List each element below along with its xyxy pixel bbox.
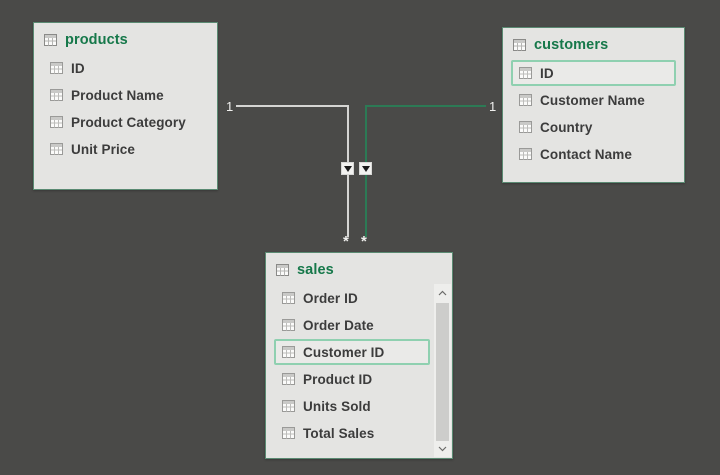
cardinality-one-label: 1 bbox=[226, 99, 234, 114]
field-label: Customer ID bbox=[303, 344, 385, 360]
scrollbar-thumb[interactable] bbox=[436, 303, 449, 441]
column-icon bbox=[282, 400, 295, 412]
field-row-selected[interactable]: ID bbox=[511, 60, 676, 86]
table-card-customers[interactable]: customers ID bbox=[502, 27, 685, 183]
field-label: Contact Name bbox=[540, 146, 632, 162]
field-label: Product Name bbox=[71, 87, 164, 103]
field-row[interactable]: Product Name bbox=[42, 82, 209, 108]
field-row[interactable]: Unit Price bbox=[42, 136, 209, 162]
column-icon bbox=[282, 319, 295, 331]
column-icon bbox=[519, 94, 532, 106]
field-list: Order ID Order Date bbox=[266, 283, 452, 455]
field-list-scrollbar[interactable] bbox=[434, 284, 451, 457]
field-row[interactable]: Product ID bbox=[274, 366, 430, 392]
field-label: Customer Name bbox=[540, 92, 645, 108]
field-list: ID Customer Name bbox=[503, 58, 684, 176]
table-header[interactable]: customers bbox=[503, 28, 684, 58]
column-icon bbox=[282, 427, 295, 439]
relationship-line-vertical bbox=[365, 105, 367, 237]
cross-filter-direction-icon[interactable] bbox=[359, 162, 372, 175]
chevron-down-icon bbox=[438, 446, 447, 451]
field-label: Product ID bbox=[303, 371, 373, 387]
scroll-down-button[interactable] bbox=[434, 440, 451, 457]
table-icon bbox=[276, 264, 289, 276]
column-icon bbox=[519, 148, 532, 160]
cardinality-many-label: * bbox=[343, 233, 349, 250]
relationship-line-vertical bbox=[347, 105, 349, 237]
cross-filter-direction-icon[interactable] bbox=[341, 162, 354, 175]
field-label: ID bbox=[540, 65, 554, 81]
column-icon bbox=[50, 116, 63, 128]
column-icon bbox=[50, 62, 63, 74]
field-row[interactable]: Order ID bbox=[274, 285, 430, 311]
field-row[interactable]: Customer Name bbox=[511, 87, 676, 113]
field-row[interactable]: Total Sales bbox=[274, 420, 430, 446]
table-icon bbox=[513, 39, 526, 51]
cardinality-one-label: 1 bbox=[489, 99, 497, 114]
column-icon bbox=[519, 67, 532, 79]
field-row[interactable]: Product Category bbox=[42, 109, 209, 135]
field-list: ID Product Name bbox=[34, 53, 217, 171]
relationship-line-horizontal bbox=[236, 105, 349, 107]
field-label: Order Date bbox=[303, 317, 374, 333]
table-header[interactable]: products bbox=[34, 23, 217, 53]
chevron-up-icon bbox=[438, 290, 447, 295]
field-row[interactable]: Units Sold bbox=[274, 393, 430, 419]
field-row-selected[interactable]: Customer ID bbox=[274, 339, 430, 365]
scroll-up-button[interactable] bbox=[434, 284, 451, 301]
table-header[interactable]: sales bbox=[266, 253, 452, 283]
field-label: Country bbox=[540, 119, 593, 135]
column-icon bbox=[282, 346, 295, 358]
cardinality-many-label: * bbox=[361, 233, 367, 250]
field-label: Total Sales bbox=[303, 425, 375, 441]
field-label: Product Category bbox=[71, 114, 186, 130]
relationship-line-horizontal bbox=[365, 105, 486, 107]
field-label: Unit Price bbox=[71, 141, 136, 157]
field-label: Units Sold bbox=[303, 398, 371, 414]
column-icon bbox=[282, 373, 295, 385]
table-icon bbox=[44, 34, 57, 46]
table-card-products[interactable]: products ID bbox=[33, 22, 218, 190]
scrollbar-track[interactable] bbox=[434, 301, 451, 441]
table-title: sales bbox=[297, 262, 334, 278]
table-card-sales[interactable]: sales Order ID bbox=[265, 252, 453, 459]
field-label: Order ID bbox=[303, 290, 358, 306]
table-title: customers bbox=[534, 37, 609, 53]
table-title: products bbox=[65, 32, 128, 48]
field-row[interactable]: ID bbox=[42, 55, 209, 81]
column-icon bbox=[519, 121, 532, 133]
column-icon bbox=[50, 143, 63, 155]
field-row[interactable]: Country bbox=[511, 114, 676, 140]
field-row[interactable]: Order Date bbox=[274, 312, 430, 338]
column-icon bbox=[282, 292, 295, 304]
field-label: ID bbox=[71, 60, 85, 76]
field-row[interactable]: Contact Name bbox=[511, 141, 676, 167]
column-icon bbox=[50, 89, 63, 101]
